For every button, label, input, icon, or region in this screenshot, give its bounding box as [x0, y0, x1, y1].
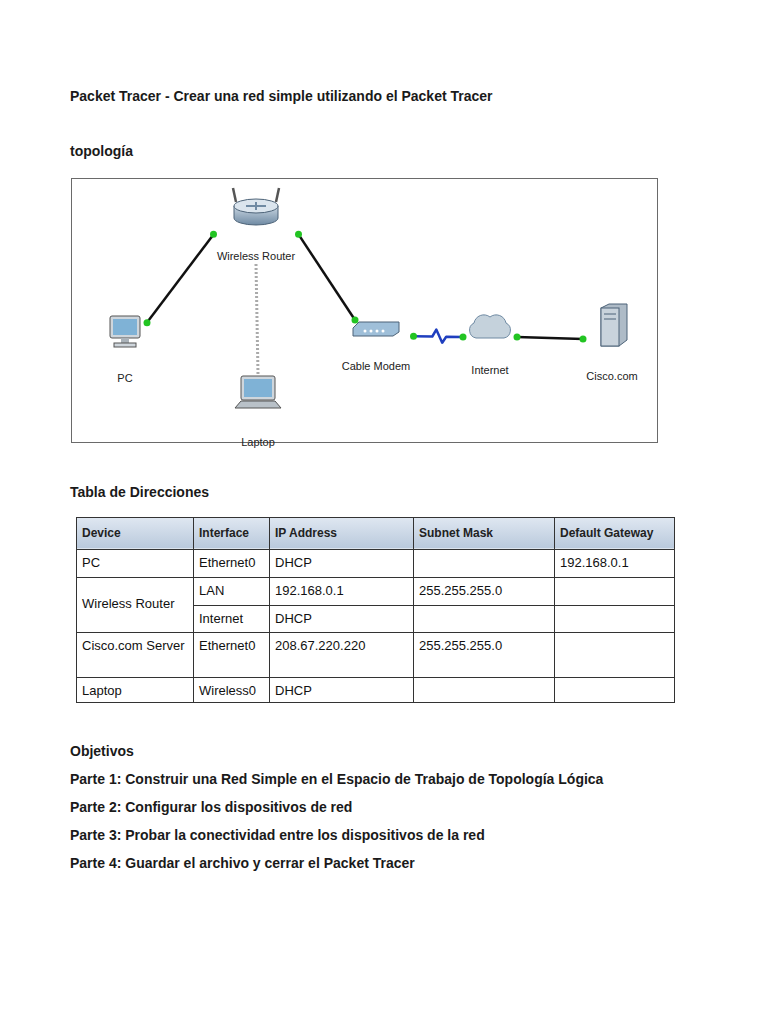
network-link — [299, 234, 356, 320]
table-cell: 192.168.0.1 — [275, 583, 405, 599]
table-cell: 192.168.0.1 — [560, 555, 667, 571]
laptop-node: Laptop — [228, 374, 288, 450]
pc-icon — [106, 314, 144, 350]
cloud-icon — [466, 312, 514, 342]
device-label: Cable Modem — [342, 360, 410, 373]
link-status-dot — [295, 231, 302, 238]
device-label: Wireless Router — [217, 250, 295, 263]
device-label: PC — [117, 372, 132, 385]
pc-node: PC — [103, 314, 147, 386]
section-heading: topología — [70, 143, 133, 159]
table-header: IP Address — [275, 526, 405, 540]
internet-node: Internet — [463, 312, 517, 378]
section-heading: Parte 2: Configurar los dispositivos de … — [70, 799, 352, 815]
table-cell: Ethernet0 — [199, 555, 261, 571]
table-header: Default Gateway — [560, 526, 667, 540]
table-cell: Wireless Router — [82, 596, 185, 612]
wireless-router-node: Wireless Router — [214, 186, 299, 264]
section-heading: Tabla de Direcciones — [70, 484, 209, 500]
table-cell: DHCP — [275, 555, 405, 571]
link-status-dot — [352, 317, 359, 324]
section-heading: Parte 1: Construir una Red Simple en el … — [70, 771, 603, 787]
server-icon — [595, 302, 629, 348]
topology-frame — [72, 179, 658, 443]
network-link — [147, 234, 214, 322]
link-status-dot — [460, 334, 467, 341]
link-status-dot — [514, 334, 521, 341]
document-title: Packet Tracer - Crear una red simple uti… — [70, 88, 493, 104]
table-cell: PC — [82, 555, 185, 571]
section-heading: Parte 4: Guardar el archivo y cerrar el … — [70, 855, 415, 871]
table-cell: Laptop — [82, 683, 185, 699]
table-cell: Ethernet0 — [199, 638, 261, 654]
laptop-icon — [231, 374, 285, 414]
modem-icon — [351, 320, 401, 338]
table-cell: 255.255.255.0 — [419, 583, 546, 599]
cable-modem-node: Cable Modem — [339, 320, 414, 374]
network-link — [414, 330, 464, 343]
link-status-dot — [144, 319, 151, 326]
link-status-dot — [580, 335, 587, 342]
table-cell: LAN — [199, 583, 261, 599]
server-node: Cisco.com — [583, 302, 641, 384]
table-header: Device — [82, 526, 185, 540]
network-link — [517, 337, 583, 339]
device-label: Internet — [471, 364, 508, 377]
address-table-grid — [76, 517, 675, 703]
device-label: Laptop — [241, 436, 275, 449]
table-header: Subnet Mask — [419, 526, 546, 540]
table-cell: DHCP — [275, 611, 405, 627]
router-icon — [228, 186, 284, 228]
table-cell: 208.67.220.220 — [275, 638, 405, 654]
table-cell: Wireless0 — [199, 683, 261, 699]
section-heading: Parte 3: Probar la conectividad entre lo… — [70, 827, 485, 843]
table-cell: Internet — [199, 611, 261, 627]
table-header: Interface — [199, 526, 261, 540]
device-label: Cisco.com — [586, 370, 637, 383]
table-cell: Cisco.com Server — [82, 638, 185, 654]
link-status-dot — [410, 333, 417, 340]
table-cell: DHCP — [275, 683, 405, 699]
network-link — [256, 264, 258, 374]
table-cell: 255.255.255.0 — [419, 638, 546, 654]
section-heading: Objetivos — [70, 743, 134, 759]
link-status-dot — [210, 231, 217, 238]
